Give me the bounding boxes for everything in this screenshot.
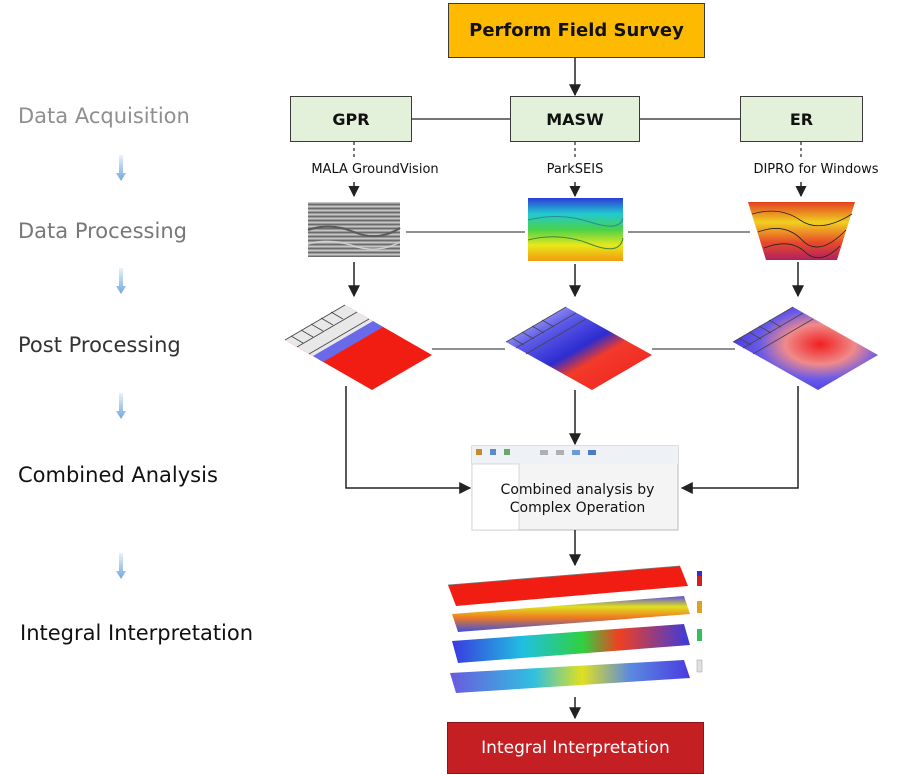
integral-interpretation-box: Integral Interpretation [447, 722, 704, 774]
stage-label-data-processing: Data Processing [18, 219, 187, 243]
combined-analysis-window [471, 445, 679, 531]
combined-analysis-text: Combined analysis by Complex Operation [480, 481, 675, 517]
stage-label-post-processing: Post Processing [18, 333, 181, 357]
er-resistivity-image [748, 202, 855, 260]
method-box-masw: MASW [510, 96, 640, 142]
perform-field-survey-box: Perform Field Survey [448, 3, 705, 58]
integral-stacked-sections [447, 565, 703, 693]
software-label-gpr: MALA GroundVision [311, 162, 439, 177]
stage-down-arrow-icon [116, 268, 126, 294]
software-label-er: DIPRO for Windows [753, 162, 879, 177]
er-post-processing-plot [732, 306, 878, 390]
stage-down-arrow-icon [116, 393, 126, 419]
stage-label-combined-analysis: Combined Analysis [18, 463, 218, 487]
stage-down-arrow-icon [116, 553, 126, 579]
connector-line [680, 386, 799, 494]
masw-post-processing-plot [505, 306, 652, 390]
connector-line [345, 386, 472, 494]
software-label-masw: ParkSEIS [546, 162, 604, 177]
combined-analysis-line2: Complex Operation [509, 500, 646, 516]
method-box-er: ER [740, 96, 863, 142]
masw-section-image [527, 198, 624, 261]
method-box-gpr: GPR [290, 96, 412, 142]
gpr-radargram-image [307, 202, 401, 257]
combined-analysis-line1: Combined analysis by [500, 482, 655, 498]
stage-down-arrow-icon [116, 155, 126, 181]
stage-label-integral-interpretation: Integral Interpretation [20, 621, 254, 645]
gpr-post-processing-plot [284, 304, 432, 390]
stage-label-data-acquisition: Data Acquisition [18, 104, 190, 128]
